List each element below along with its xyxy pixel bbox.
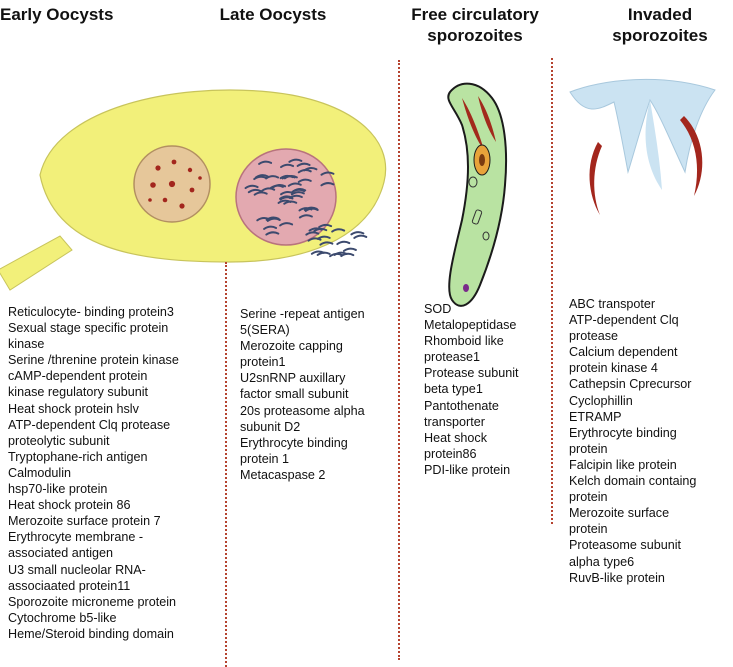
free-sporozoite-illustration <box>447 82 508 307</box>
protein-list-item: 20s proteasome alpha <box>240 403 365 418</box>
protein-list-item: RuvB-like protein <box>569 570 665 585</box>
heading-early-oocysts: Early Oocysts <box>0 4 114 25</box>
protein-list-item: Erythrocyte membrane - <box>8 530 144 545</box>
sporozoite-apical-organelle <box>478 96 496 142</box>
sporozoite-nucleolus <box>479 154 485 166</box>
protein-list-item: Erythrocyte binding <box>569 425 677 440</box>
divider-free-sporozoites <box>398 60 400 660</box>
sporozoite-organelle <box>471 209 483 225</box>
protein-list-item: U2snRNP auxillary <box>240 371 346 386</box>
protein-list-item: protein <box>569 441 608 456</box>
protein-list-late-oocysts: Serine -repeat antigen 5(SERA)Merozoite c… <box>240 306 365 483</box>
heading-line: Invaded <box>627 5 693 24</box>
sporozoite-organelle <box>468 176 478 188</box>
protein-list-item: protease <box>569 329 619 344</box>
protein-list-item: Merozoite surface protein 7 <box>8 514 161 529</box>
oocyst-body <box>39 89 387 263</box>
heading-free-sporozoites: Free circulatory sporozoites <box>400 4 550 46</box>
protein-list-item: Calmodulin <box>8 465 71 480</box>
protein-list-item: factor small subunit <box>240 387 349 402</box>
protein-list-item: Cathepsin Cprecursor <box>569 377 692 392</box>
protein-list-item: protein <box>569 522 608 537</box>
protein-list-item: Heat shock <box>424 430 487 445</box>
heading-line: Early Oocysts <box>0 5 114 24</box>
protein-list-item: associated antigen <box>8 546 114 561</box>
protein-list-item: Cytochrome b5-like <box>8 610 117 625</box>
protein-list-item: Calcium dependent <box>569 345 678 360</box>
protein-list-item: PDI-like protein <box>424 462 511 477</box>
late-oocyst-sporozoite-strands <box>244 158 368 258</box>
protein-list-item: Kelch domain containg <box>569 474 697 489</box>
protein-list-item: Merozoite surface <box>569 506 670 521</box>
invaded-sporozoite <box>589 142 602 215</box>
divider-late-oocysts <box>225 262 227 667</box>
sporozoite-body <box>447 82 508 307</box>
heading-line: Free circulatory <box>411 5 539 24</box>
heading-late-oocysts: Late Oocysts <box>204 4 342 25</box>
protein-list-item: alpha type6 <box>569 554 635 569</box>
invaded-sporozoite-illustration <box>569 79 716 215</box>
protein-list-item: protease1 <box>424 350 481 365</box>
protein-list-item: Pantothenate <box>424 398 499 413</box>
protein-list-item: subunit D2 <box>240 419 301 434</box>
protein-list-item: ATP-dependent Clq <box>569 313 679 328</box>
protein-list-item: proteolytic subunit <box>8 433 110 448</box>
divider-invaded-sporozoites <box>551 58 553 524</box>
protein-list-item: ETRAMP <box>569 409 622 424</box>
protein-list-item: Merozoite capping <box>240 339 343 354</box>
protein-list-item: Cyclophillin <box>569 393 633 408</box>
protein-list-item: SOD <box>424 302 452 316</box>
protein-list-item: kinase <box>8 337 45 352</box>
protein-list-item: Sexual stage specific protein <box>8 321 169 336</box>
protein-list-item: Heat shock protein 86 <box>8 498 131 513</box>
protein-list-item: ABC transpoter <box>569 297 656 311</box>
protein-list-item: protein kinase 4 <box>569 361 658 376</box>
sporozoite-organelle <box>482 231 490 241</box>
protein-list-item: Sporozoite microneme protein <box>8 594 176 609</box>
protein-list-item: protein 1 <box>240 451 290 466</box>
early-oocyst-dots <box>148 159 202 209</box>
protein-list-item: Metacaspase 2 <box>240 467 326 482</box>
protein-list-item: Proteasome subunit <box>569 538 682 553</box>
heading-line: sporozoites <box>612 26 708 45</box>
protein-list-item: cAMP-dependent protein <box>8 369 148 384</box>
heading-invaded-sporozoites: Invaded sporozoites <box>590 4 730 46</box>
protein-list-item: beta type1 <box>424 382 483 397</box>
host-cell-fan <box>645 100 662 190</box>
protein-list-item: Rhomboid like <box>424 334 504 349</box>
protein-list-item: Heat shock protein hslv <box>8 401 139 416</box>
sporozoite-organelle <box>463 284 469 292</box>
protein-list-item: Protease subunit <box>424 366 519 381</box>
protein-list-item: Falcipin like protein <box>569 457 677 472</box>
heading-line: sporozoites <box>427 26 523 45</box>
protein-list-item: Erythrocyte binding <box>240 435 348 450</box>
protein-list-item: kinase regulatory subunit <box>8 385 149 400</box>
protein-list-item: Metalopeptidase <box>424 318 517 333</box>
protein-list-item: 5(SERA) <box>240 323 290 338</box>
protein-list-item: hsp70-like protein <box>8 482 108 497</box>
protein-list-item: Heme/Steroid binding domain <box>8 626 174 641</box>
oocyst-illustration <box>0 89 387 291</box>
protein-list-item: U3 small nucleolar RNA- <box>8 562 146 577</box>
protein-list-item: protein <box>569 490 608 505</box>
protein-list-item: associaated protein11 <box>8 578 131 593</box>
protein-list-item: protein1 <box>240 355 286 370</box>
protein-list-item: ATP-dependent Clq protease <box>8 417 171 432</box>
host-cell-fan <box>569 79 716 174</box>
protein-list-item: Serine -repeat antigen <box>240 307 365 321</box>
protein-list-item: Tryptophane-rich antigen <box>8 449 148 464</box>
heading-line: Late Oocysts <box>219 5 327 24</box>
protein-list-item: Serine /threnine protein kinase <box>8 353 179 368</box>
protein-list-item: protein86 <box>424 446 477 461</box>
protein-list-item: transporter <box>424 414 485 429</box>
sporozoite-apical-organelle <box>462 98 484 150</box>
invaded-sporozoite <box>680 116 703 196</box>
protein-list-item: Reticulocyte- binding protein3 <box>8 305 174 319</box>
oocyst-stalk <box>0 235 73 291</box>
